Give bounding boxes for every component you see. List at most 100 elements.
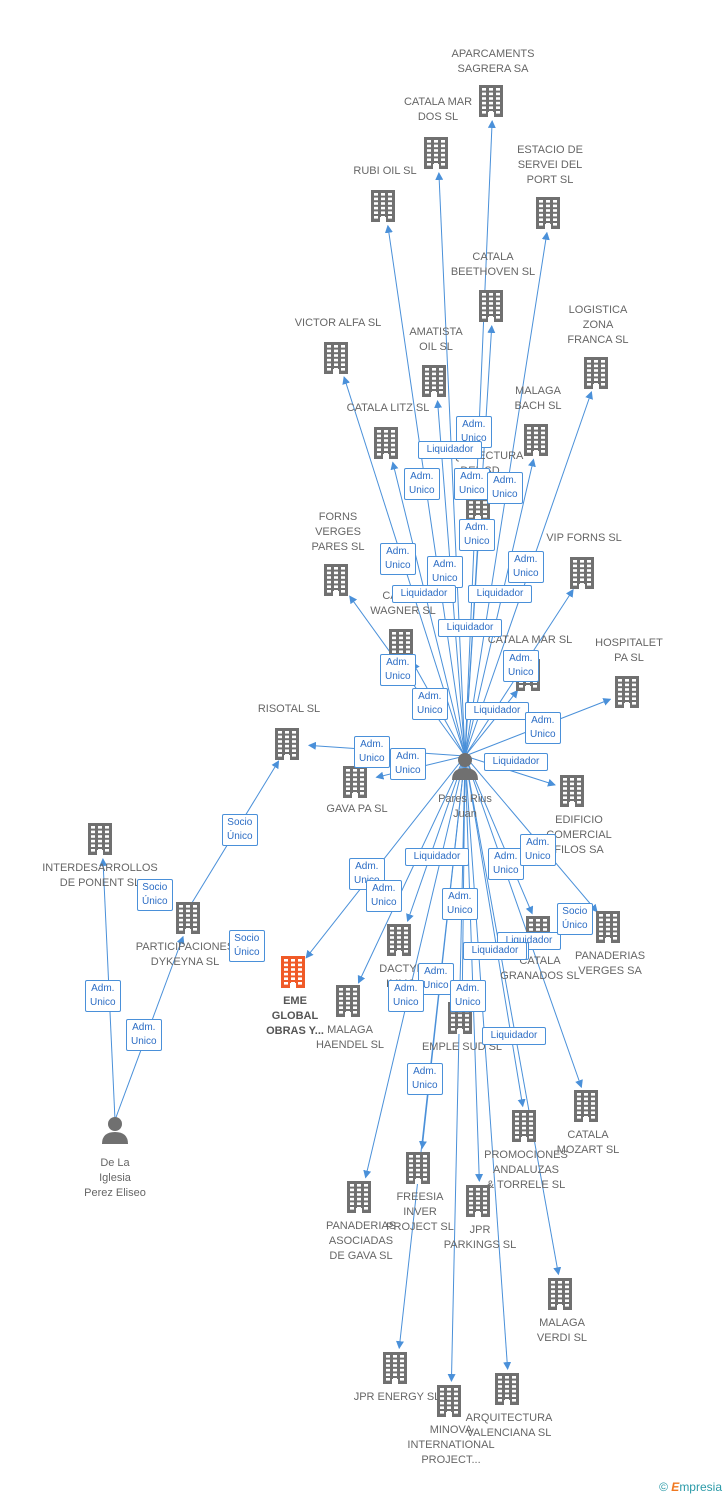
relation-tag-liquidador[interactable]: Liquidador xyxy=(463,942,527,960)
relation-tag-socio-nico[interactable]: Socio Único xyxy=(137,879,173,911)
relation-tag-liquidador[interactable]: Liquidador xyxy=(482,1027,546,1045)
building-icon xyxy=(335,984,361,1023)
building-icon xyxy=(421,364,447,403)
node-label: De La Iglesia Perez Eliseo xyxy=(84,1157,146,1199)
relation-tag-liquidador[interactable]: Liquidador xyxy=(484,753,548,771)
node-label: VICTOR ALFA SL xyxy=(294,317,382,329)
copyright-symbol: © xyxy=(659,1480,668,1494)
edge-pares-haendel xyxy=(357,755,466,984)
relation-tag-liquidador[interactable]: Liquidador xyxy=(438,619,502,637)
edge-pares-eme xyxy=(305,755,466,959)
person-icon xyxy=(450,751,480,786)
building-icon xyxy=(373,426,399,465)
node-label: PANADERIAS ASOCIADAS DE GAVA SL xyxy=(325,1220,397,1262)
building-icon xyxy=(323,341,349,380)
node-label: CATALA MAR SL xyxy=(487,634,573,646)
node-label: ESTACIO DE SERVEI DEL PORT SL xyxy=(517,144,583,186)
building-icon xyxy=(382,1351,408,1390)
building-icon xyxy=(614,675,640,714)
building-icon xyxy=(465,1184,491,1223)
node-label: FREESIA INVER PROJECT SL xyxy=(386,1191,454,1233)
edge-pares-catalalitz xyxy=(390,461,466,757)
building-icon xyxy=(595,910,621,949)
node-label: APARCAMENTS SAGRERA SA xyxy=(451,48,535,75)
building-icon xyxy=(370,189,396,228)
node-label: PROMOCIONES ANDALUZAS & TORRELE SL xyxy=(484,1149,568,1191)
building-icon xyxy=(523,423,549,462)
building-icon xyxy=(175,901,201,940)
relation-tag-liquidador[interactable]: Liquidador xyxy=(418,441,482,459)
node-label: CATALA GRANADOS SL xyxy=(500,955,580,982)
node-label: MALAGA VERDI SL xyxy=(536,1317,588,1344)
relation-tag-socio-nico[interactable]: Socio Único xyxy=(222,814,258,846)
relation-tag-liquidador[interactable]: Liquidador xyxy=(392,585,456,603)
relation-tag-adm-unico[interactable]: Adm. Unico xyxy=(404,468,440,500)
relation-tag-adm-unico[interactable]: Adm. Unico xyxy=(380,654,416,686)
relation-tag-adm-unico[interactable]: Adm. Unico xyxy=(487,472,523,504)
relation-tag-adm-unico[interactable]: Adm. Unico xyxy=(427,556,463,588)
edge-pares-dactyl xyxy=(406,755,466,923)
relation-tag-socio-nico[interactable]: Socio Único xyxy=(557,903,593,935)
building-icon xyxy=(274,727,300,766)
relation-tag-adm-unico[interactable]: Adm. Unico xyxy=(459,519,495,551)
node-label: RUBI OIL SL xyxy=(353,165,417,177)
relation-tag-adm-unico[interactable]: Adm. Unico xyxy=(407,1063,443,1095)
relation-tag-adm-unico[interactable]: Adm. Unico xyxy=(488,848,524,880)
node-label: INTERDESARROLLOS DE PONENT SL xyxy=(42,862,158,889)
node-label: JPR ENERGY SL xyxy=(353,1391,441,1403)
node-label: GAVA PA SL xyxy=(326,803,388,815)
edge-pares-catalamar xyxy=(464,689,519,757)
relation-tag-adm-unico[interactable]: Adm. Unico xyxy=(503,650,539,682)
node-label: LOGISTICA ZONA FRANCA SL xyxy=(567,304,629,346)
relation-tag-adm-unico[interactable]: Adm. Unico xyxy=(85,980,121,1012)
relation-tag-adm-unico[interactable]: Adm. Unico xyxy=(508,551,544,583)
node-label: MALAGA BACH SL xyxy=(514,385,562,412)
relation-tag-liquidador[interactable]: Liquidador xyxy=(468,585,532,603)
relation-tag-adm-unico[interactable]: Adm. Unico xyxy=(388,980,424,1012)
relation-tag-adm-unico[interactable]: Adm. Unico xyxy=(525,712,561,744)
building-icon xyxy=(478,84,504,123)
relation-tag-liquidador[interactable]: Liquidador xyxy=(465,702,529,720)
node-label: PANADERIAS VERGES SA xyxy=(574,950,646,977)
relation-tag-adm-unico[interactable]: Adm. Unico xyxy=(354,736,390,768)
brand-name: mpresia xyxy=(679,1480,722,1494)
node-label: RISOTAL SL xyxy=(257,703,321,715)
building-icon xyxy=(547,1277,573,1316)
relation-tag-socio-nico[interactable]: Socio Único xyxy=(229,930,265,962)
building-icon xyxy=(405,1151,431,1190)
node-label: PARTICIPACIONES DYKEYNA SL xyxy=(135,941,235,968)
node-label: AMATISTA OIL SL xyxy=(409,326,463,353)
edge-pares-panverges xyxy=(464,755,598,913)
relation-tag-adm-unico[interactable]: Adm. Unico xyxy=(442,888,478,920)
relation-tag-adm-unico[interactable]: Adm. Unico xyxy=(390,748,426,780)
relation-tag-adm-unico[interactable]: Adm. Unico xyxy=(126,1019,162,1051)
building-icon xyxy=(323,563,349,602)
relation-tag-adm-unico[interactable]: Adm. Unico xyxy=(366,880,402,912)
node-label: MINOVA INTERNATIONAL PROJECT... xyxy=(407,1424,495,1466)
building-icon xyxy=(386,923,412,962)
building-icon xyxy=(535,196,561,235)
building-icon xyxy=(494,1372,520,1411)
brand-footer[interactable]: © Empresia xyxy=(659,1480,722,1494)
relation-tag-adm-unico[interactable]: Adm. Unico xyxy=(412,688,448,720)
building-icon xyxy=(87,822,113,861)
relation-tag-adm-unico[interactable]: Adm. Unico xyxy=(418,963,454,995)
building-icon xyxy=(573,1089,599,1128)
person-icon xyxy=(100,1115,130,1150)
relation-tag-adm-unico[interactable]: Adm. Unico xyxy=(380,543,416,575)
edge-pares-verdi xyxy=(464,755,562,1276)
relation-tag-adm-unico[interactable]: Adm. Unico xyxy=(520,834,556,866)
edge-pares-panasoc xyxy=(363,755,466,1179)
relation-tag-liquidador[interactable]: Liquidador xyxy=(405,848,469,866)
building-icon xyxy=(559,774,585,813)
node-label: VIP FORNS SL xyxy=(546,532,622,544)
node-label: HOSPITALET PA SL xyxy=(595,637,663,664)
building-icon xyxy=(280,955,306,994)
brand-initial: E xyxy=(671,1480,680,1494)
building-icon xyxy=(342,765,368,804)
relation-tag-adm-unico[interactable]: Adm. Unico xyxy=(454,468,490,500)
relation-tag-adm-unico[interactable]: Adm. Unico xyxy=(450,980,486,1012)
node-label: CATALA LITZ SL xyxy=(346,402,430,414)
node-label: JPR PARKINGS SL xyxy=(443,1224,517,1251)
